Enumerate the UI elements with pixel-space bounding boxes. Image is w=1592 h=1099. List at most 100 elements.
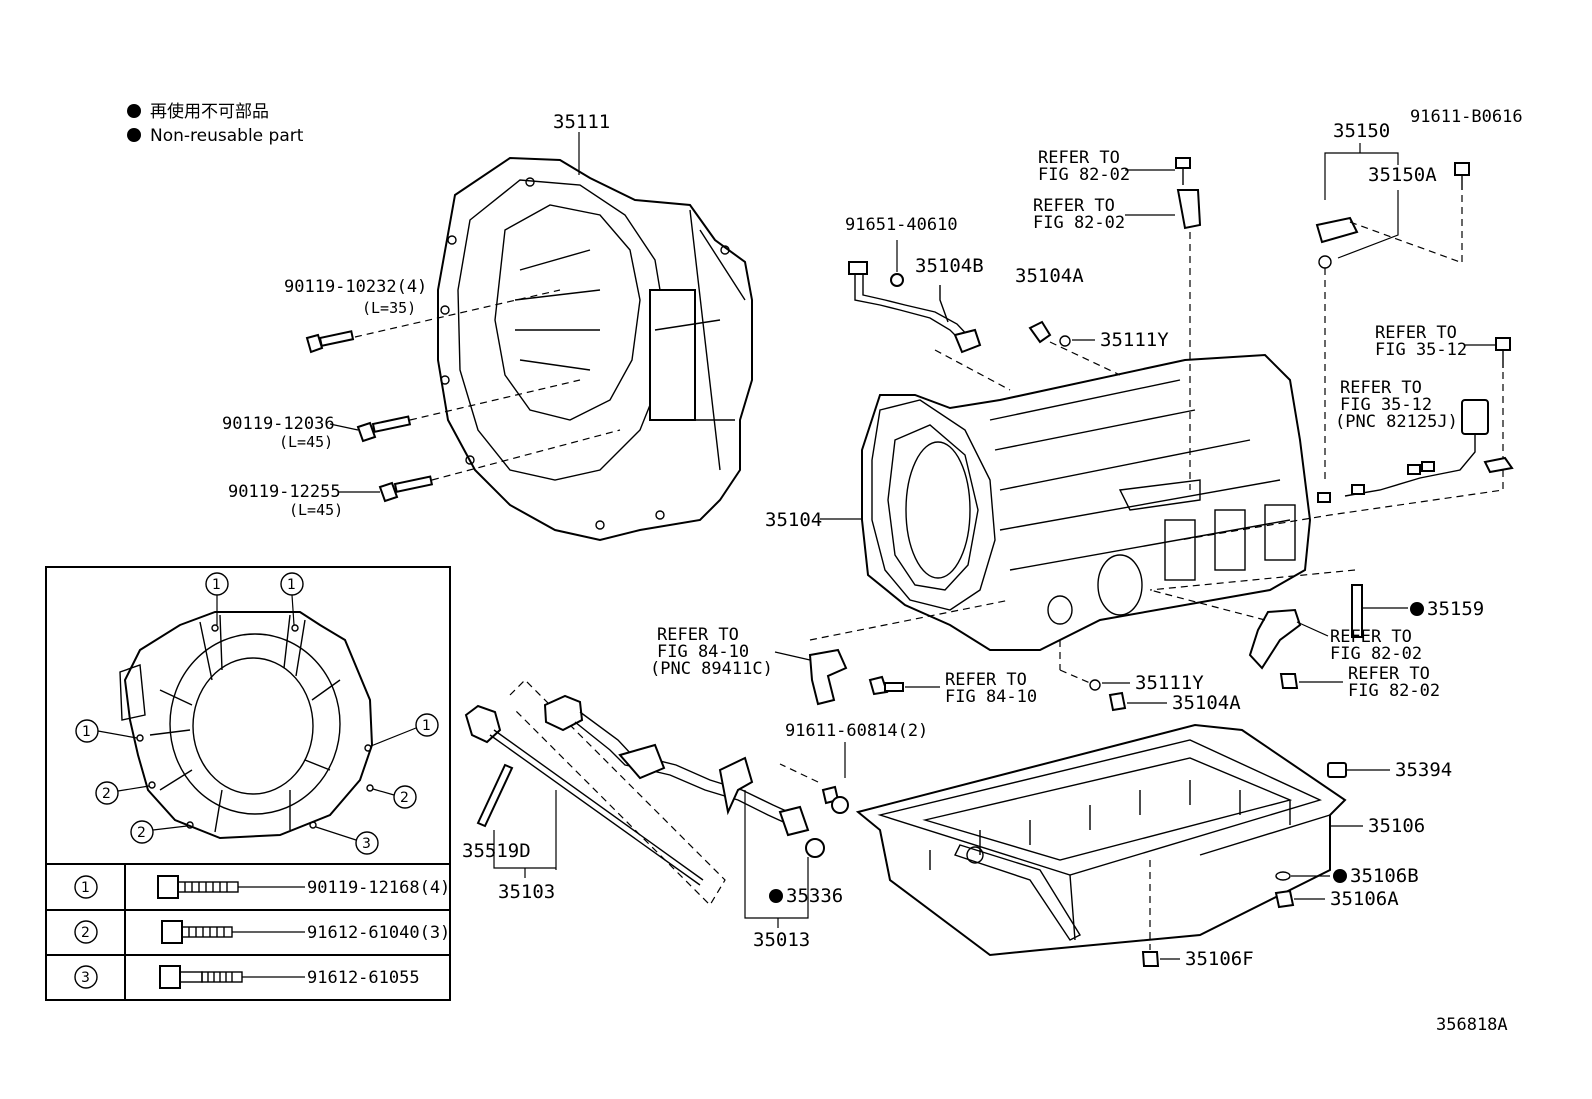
non-reusable-marker-icon xyxy=(127,128,141,142)
label-35519D: 35519D xyxy=(462,840,531,862)
refer-text: FIG 84-10 xyxy=(945,687,1037,707)
figure-id: 356818A xyxy=(1436,1015,1508,1035)
legend-jp: 再使用不可部品 xyxy=(150,101,269,122)
transmission-case-35104: 35104 xyxy=(765,353,1312,651)
refer-text: FIG 82-02 xyxy=(1038,165,1130,185)
label-35150A: 35150A xyxy=(1368,164,1437,186)
callout-1: 1 xyxy=(75,719,138,743)
callout-2: 2 xyxy=(372,785,417,809)
svg-text:2: 2 xyxy=(81,925,90,941)
callout-1: 1 xyxy=(280,572,304,626)
refer-text: REFER TO xyxy=(1340,378,1422,398)
bolt-91611-60814: 91611-60814(2) xyxy=(779,721,928,814)
label-90119-12036-length: (L=45) xyxy=(279,433,333,451)
speed-sensor: REFER TO FIG 84-10 (PNC 89411C) REFER TO… xyxy=(650,599,1037,707)
refer-text: FIG 82-02 xyxy=(1033,213,1125,233)
refer-text: REFER TO xyxy=(1348,664,1430,684)
bolt-90119-12036: 90119-12036 (L=45) xyxy=(222,379,581,451)
svg-text:1: 1 xyxy=(212,577,221,593)
oil-pan-35106: 35394 35106 35106B 35106A 35106F xyxy=(855,723,1452,970)
refer-text: REFER TO xyxy=(945,670,1027,690)
svg-text:1: 1 xyxy=(81,880,90,896)
inset-row-2: 2 91612-61040(3) xyxy=(74,920,450,944)
refer-text: REFER TO xyxy=(657,625,739,645)
label-35104: 35104 xyxy=(765,509,822,531)
label-90119-10232-length: (L=35) xyxy=(362,299,416,317)
callout-1: 1 xyxy=(205,572,229,625)
label-35111Y-top: 35111Y xyxy=(1100,329,1169,351)
inset-part-1: 90119-12168(4) xyxy=(307,878,450,898)
refer-text: (PNC 82125J) xyxy=(1335,412,1458,432)
svg-text:2: 2 xyxy=(137,825,146,841)
label-35106A: 35106A xyxy=(1330,888,1399,910)
label-35394: 35394 xyxy=(1395,759,1452,781)
label-35013: 35013 xyxy=(753,929,810,951)
refer-text: FIG 84-10 xyxy=(657,642,749,662)
svg-text:1: 1 xyxy=(287,577,296,593)
label-35104B: 35104B xyxy=(915,255,984,277)
label-90119-10232: 90119-10232(4) xyxy=(284,277,427,297)
refer-text: REFER TO xyxy=(1375,323,1457,343)
inset-part-2: 91612-61040(3) xyxy=(307,923,450,943)
pin-35159: 35159 xyxy=(1149,569,1484,638)
bolt-90119-12255: 90119-12255 (L=45) xyxy=(228,429,621,519)
svg-text:1: 1 xyxy=(82,724,91,740)
svg-text:2: 2 xyxy=(400,790,409,806)
plug-35104A-bottom: 35111Y 35104A xyxy=(1059,640,1241,714)
refer-text: REFER TO xyxy=(1038,148,1120,168)
label-91611-B0616: 91611-B0616 xyxy=(1410,107,1523,127)
inset-part-3: 91612-61055 xyxy=(307,968,420,988)
refer-text: REFER TO xyxy=(1330,627,1412,647)
svg-text:3: 3 xyxy=(362,836,371,852)
plug-35104A-top: 35104A 35111Y xyxy=(1015,265,1169,376)
label-35103: 35103 xyxy=(498,881,555,903)
callout-1: 1 xyxy=(370,713,439,747)
callout-2: 2 xyxy=(95,781,150,805)
callout-3: 3 xyxy=(315,826,379,855)
label-90119-12036: 90119-12036 xyxy=(222,414,335,434)
label-35111: 35111 xyxy=(553,111,610,133)
oil-pipe-35104B: 91651-40610 35104B xyxy=(845,215,1011,391)
non-reusable-marker-icon xyxy=(127,104,141,118)
svg-text:1: 1 xyxy=(422,718,431,734)
refer-text: REFER TO xyxy=(1033,196,1115,216)
label-90119-12255: 90119-12255 xyxy=(228,482,341,502)
inset-row-3: 3 91612-61055 xyxy=(74,965,420,989)
inset-row-1: 1 90119-12168(4) xyxy=(74,875,450,899)
bracket-right: REFER TO FIG 82-02 REFER TO FIG 82-02 xyxy=(1149,589,1440,701)
bell-housing-35111: 35111 xyxy=(437,111,753,542)
refer-text: (PNC 89411C) xyxy=(650,659,773,679)
non-reusable-marker-icon xyxy=(1333,869,1347,883)
sensor-35150: 35150 35150A 91611-B0616 xyxy=(1315,107,1523,480)
label-35104A-top: 35104A xyxy=(1015,265,1084,287)
non-reusable-marker-icon xyxy=(769,889,783,903)
label-35106: 35106 xyxy=(1368,815,1425,837)
label-35159: 35159 xyxy=(1427,598,1484,620)
label-35106B: 35106B xyxy=(1350,865,1419,887)
label-35104A-bottom: 35104A xyxy=(1172,692,1241,714)
refer-text: FIG 82-02 xyxy=(1348,681,1440,701)
refer-text: FIG 35-12 xyxy=(1375,340,1467,360)
label-91611-60814: 91611-60814(2) xyxy=(785,721,928,741)
legend: 再使用不可部品 Non-reusable part xyxy=(127,101,304,146)
label-90119-12255-length: (L=45) xyxy=(289,501,343,519)
non-reusable-marker-icon xyxy=(1410,602,1424,616)
label-35106F: 35106F xyxy=(1185,948,1254,970)
callout-2: 2 xyxy=(130,820,188,844)
label-35111Y-bottom: 35111Y xyxy=(1135,672,1204,694)
bolt-location-inset: 1 1 1 1 2 2 2 xyxy=(45,566,451,1001)
svg-text:3: 3 xyxy=(81,970,90,986)
filler-pipe-35013: 35336 35013 xyxy=(543,694,843,951)
legend-en: Non-reusable part xyxy=(150,126,304,146)
dipstick-35103: 35519D 35103 xyxy=(462,679,726,906)
wire-harness: REFER TO FIG 35-12 REFER TO FIG 35-12 (P… xyxy=(1179,323,1514,541)
refer-text: FIG 82-02 xyxy=(1330,644,1422,664)
label-35150: 35150 xyxy=(1333,120,1390,142)
refer-text: FIG 35-12 xyxy=(1340,395,1432,415)
label-91651-40610: 91651-40610 xyxy=(845,215,958,235)
refer-fig-82-02-top: REFER TO FIG 82-02 REFER TO FIG 82-02 xyxy=(1033,148,1202,490)
bolt-90119-10232: 90119-10232(4) (L=35) xyxy=(284,277,561,354)
svg-text:2: 2 xyxy=(102,786,111,802)
label-35336: 35336 xyxy=(786,885,843,907)
